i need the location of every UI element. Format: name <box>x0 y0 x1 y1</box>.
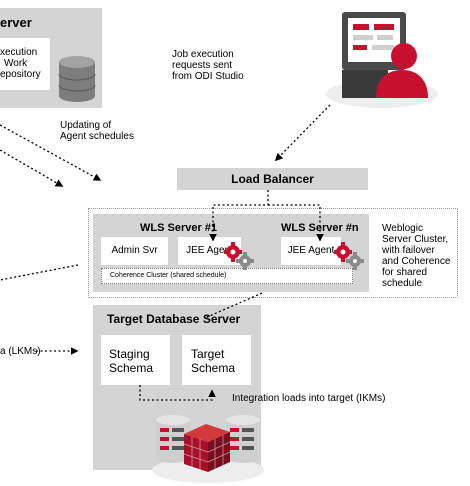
staging-schema-line-1: Staging <box>109 347 150 361</box>
repository-line-2: Work <box>4 58 28 69</box>
gear-icon <box>224 242 254 270</box>
admin-server-label: Admin Svr <box>111 245 158 256</box>
integration-loads-note: Integration loads into target (IKMs) <box>232 393 386 404</box>
target-schema-line-1: Target <box>191 347 225 361</box>
target-database-server-title: Target Database Server <box>107 312 241 326</box>
staging-schema-line-2: Schema <box>109 361 154 375</box>
job-requests-note: Job execution requests sent from ODI Stu… <box>172 49 244 82</box>
arrow-lb-to-agent-n <box>268 204 324 242</box>
data-cube-icon <box>152 415 264 483</box>
load-balancer-label: Load Balancer <box>231 172 314 186</box>
arrow-repo-update <box>0 149 64 187</box>
database-icon <box>58 56 96 102</box>
arrow-cluster-to-db <box>204 292 263 319</box>
agent-server-title: erver <box>0 15 32 30</box>
staging-schema-box: Staging Schema <box>101 335 170 385</box>
repository-box: xecution Work epository <box>0 38 50 90</box>
target-schema-line-2: Schema <box>191 361 236 375</box>
repository-line-3: epository <box>0 69 41 80</box>
coherence-cluster-box: Coherence Cluster (shared schedule) <box>101 268 353 284</box>
coherence-cluster-label: Coherence Cluster (shared schedule) <box>110 272 227 279</box>
arrow-cluster-left <box>0 264 79 281</box>
cluster-note: Weblogic Server Cluster, with failover a… <box>382 223 451 289</box>
user-workstation-icon <box>326 12 438 108</box>
gear-icon <box>334 242 364 270</box>
updating-schedules-note: Updating of Agent schedules <box>60 120 134 142</box>
repository-line-1: xecution <box>0 47 38 58</box>
load-balancer-box: Load Balancer <box>177 168 368 190</box>
target-schema-box: Target Schema <box>182 335 251 385</box>
jee-agent-n-label: JEE Agent <box>287 245 335 256</box>
arrow-staging-to-target <box>139 385 216 401</box>
wls-server-n-title: WLS Server #n <box>281 222 359 234</box>
jee-agent-n-box: JEE Agent <box>281 237 341 265</box>
wls-server-1-title: WLS Server #1 <box>140 222 218 234</box>
weblogic-cluster-region <box>88 208 458 298</box>
arrow-studio-to-lb <box>274 104 331 162</box>
arrow-repo-to-lb <box>0 124 102 181</box>
admin-server-box: Admin Svr <box>101 237 168 265</box>
jee-agent-1-label: JEE Agent <box>186 245 233 256</box>
arrow-lb-split <box>209 190 269 242</box>
left-ikms-note: a (LKMs) <box>0 346 41 357</box>
